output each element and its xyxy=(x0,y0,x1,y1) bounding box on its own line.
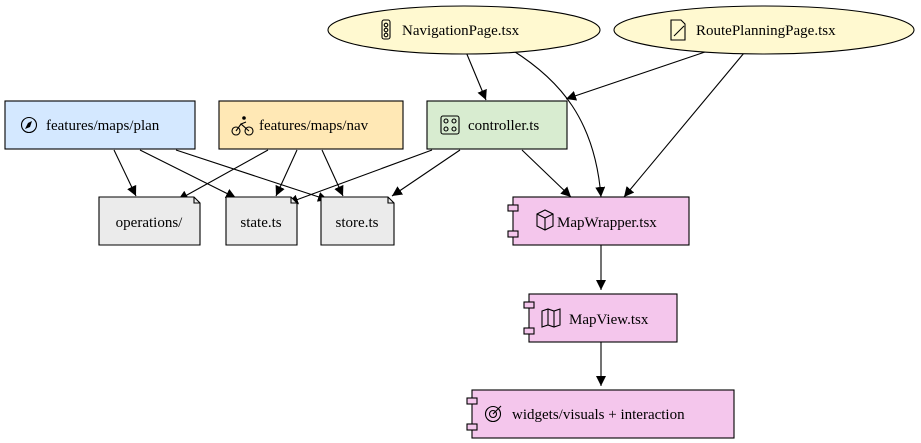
operations-shape xyxy=(98,196,201,246)
map-wrapper-label: MapWrapper.tsx xyxy=(557,215,657,231)
controller-shape xyxy=(426,100,568,150)
package-icon xyxy=(536,209,554,231)
node-state[interactable]: state.ts xyxy=(225,196,298,246)
edge-controller-to-state xyxy=(287,149,433,205)
node-widgets[interactable]: widgets/visuals + interaction xyxy=(466,389,735,439)
control-panel-icon xyxy=(440,115,460,135)
store-shape xyxy=(320,196,395,246)
node-route-planning-page[interactable]: RoutePlanningPage.tsx xyxy=(613,5,915,55)
edge-routeplanning-to-controller xyxy=(565,51,706,101)
edge-routeplanning-to-mapwrapper xyxy=(623,52,745,198)
node-features-plan[interactable]: features/maps/plan xyxy=(4,100,196,150)
map-view-tab-top xyxy=(523,301,535,309)
operations-label: operations/ xyxy=(116,215,183,231)
node-features-nav[interactable]: features/maps/nav xyxy=(218,100,404,150)
compass-icon xyxy=(20,116,38,134)
map-view-tab-bottom xyxy=(523,327,535,335)
state-shape xyxy=(225,196,298,246)
node-map-wrapper[interactable]: MapWrapper.tsx xyxy=(507,196,690,246)
edge-nav-to-store xyxy=(321,149,344,197)
navigation-page-shape xyxy=(327,5,601,55)
node-navigation-page[interactable]: NavigationPage.tsx xyxy=(327,5,601,55)
navigation-page-label: NavigationPage.tsx xyxy=(402,23,520,39)
edge-controller-to-mapwrapper xyxy=(521,149,572,198)
edit-document-icon xyxy=(670,19,686,41)
edges xyxy=(113,49,745,386)
edge-plan-to-state xyxy=(139,149,237,199)
map-wrapper-tab-bottom xyxy=(507,230,519,238)
features-plan-label: features/maps/plan xyxy=(46,118,160,134)
node-controller[interactable]: controller.ts xyxy=(426,100,568,150)
edge-navigation-to-mapwrapper xyxy=(511,49,606,198)
widgets-label: widgets/visuals + interaction xyxy=(512,407,685,423)
state-label: state.ts xyxy=(240,215,281,231)
edge-navigation-to-controller xyxy=(465,51,487,101)
state-fold xyxy=(290,197,297,204)
store-fold xyxy=(387,197,394,204)
controller-label: controller.ts xyxy=(468,118,539,134)
map-view-label: MapView.tsx xyxy=(569,312,649,328)
cyclist-icon xyxy=(231,116,254,136)
widgets-tab-top xyxy=(466,397,478,405)
traffic-light-icon xyxy=(381,19,391,40)
route-planning-page-label: RoutePlanningPage.tsx xyxy=(696,23,836,39)
edge-nav-to-operations xyxy=(177,149,269,201)
edge-plan-to-store xyxy=(175,149,329,202)
target-icon xyxy=(484,405,502,423)
map-wrapper-shape xyxy=(512,196,690,246)
edge-controller-to-store xyxy=(391,149,461,197)
widgets-shape xyxy=(471,389,735,439)
widgets-tab-bottom xyxy=(466,423,478,431)
node-operations[interactable]: operations/ xyxy=(98,196,201,246)
node-map-view[interactable]: MapView.tsx xyxy=(523,293,678,343)
features-nav-shape xyxy=(218,100,404,150)
edge-plan-to-operations xyxy=(113,149,137,197)
edge-nav-to-state xyxy=(275,149,298,197)
features-nav-label: features/maps/nav xyxy=(259,118,369,134)
node-store[interactable]: store.ts xyxy=(320,196,395,246)
route-planning-page-shape xyxy=(613,5,915,55)
store-label: store.ts xyxy=(336,215,379,231)
operations-fold xyxy=(193,197,200,204)
map-icon xyxy=(541,308,561,328)
map-wrapper-tab-top xyxy=(507,204,519,212)
